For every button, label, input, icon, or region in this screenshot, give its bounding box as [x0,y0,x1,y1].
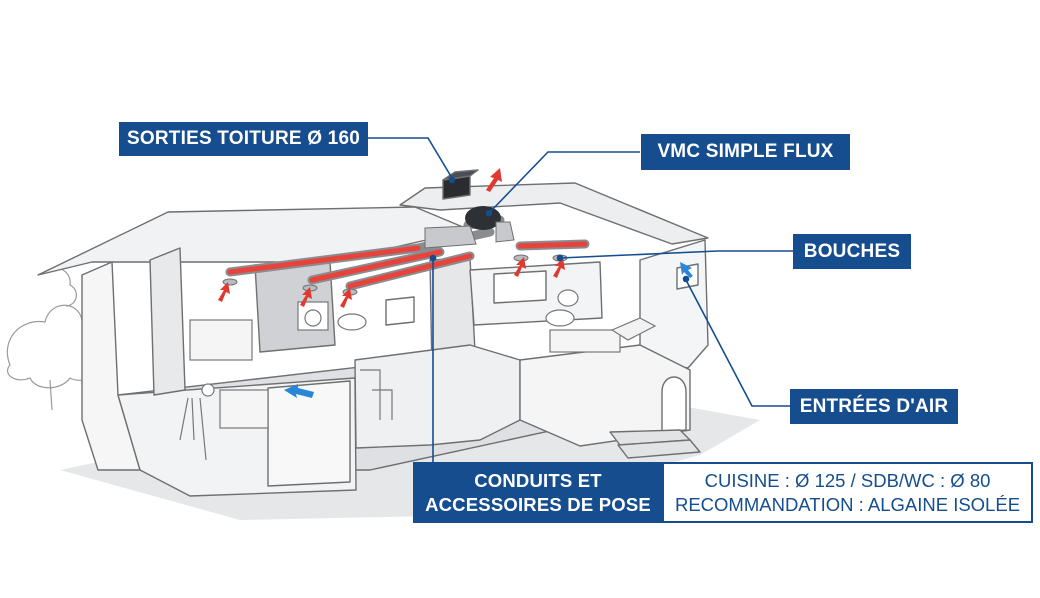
inlet-arrows [284,262,693,398]
leader-vmc [489,151,640,213]
leader-lines [368,137,793,462]
ducts [222,206,590,296]
label-ducts-line2: ACCESSOIRES DE POSE [425,493,651,515]
airflow-arrows [218,168,565,308]
leader-roof-outlets [368,137,453,179]
leader-vents [559,250,793,259]
label-vmc-unit: VMC SIMPLE FLUX [641,134,850,170]
extract-arrow [486,168,502,192]
spec-recommendation: RECOMMANDATION : ALGAINE ISOLÉE [674,493,1021,515]
duct-spec-box: CUISINE : Ø 125 / SDB/WC : Ø 80 RECOMMAN… [662,462,1033,523]
duct-laundry [309,249,443,283]
vent-1 [222,278,238,286]
spec-diameters: CUISINE : Ø 125 / SDB/WC : Ø 80 [704,469,991,491]
label-roof-outlets: SORTIES TOITURE Ø 160 [119,122,368,156]
extract-arrow [340,288,352,308]
label-vents: BOUCHES [793,234,911,269]
label-ducts: CONDUITS ET ACCESSOIRES DE POSE [413,462,663,523]
inlet-arrow [680,262,693,278]
leader-air-inlets [685,279,790,407]
furniture [179,289,657,461]
duct-wc [347,253,473,289]
label-air-inlets: ENTRÉES D'AIR [790,389,958,424]
extract-arrow [553,258,565,278]
vmc-unit [424,206,515,249]
extract-arrow [300,287,312,307]
label-ducts-line1: CONDUITS ET [474,469,602,491]
duct-kitchen [227,245,421,275]
extract-arrow [514,257,526,277]
inlet-arrow [284,384,314,398]
extract-arrow [218,282,230,302]
duct-bathroom [517,241,588,249]
